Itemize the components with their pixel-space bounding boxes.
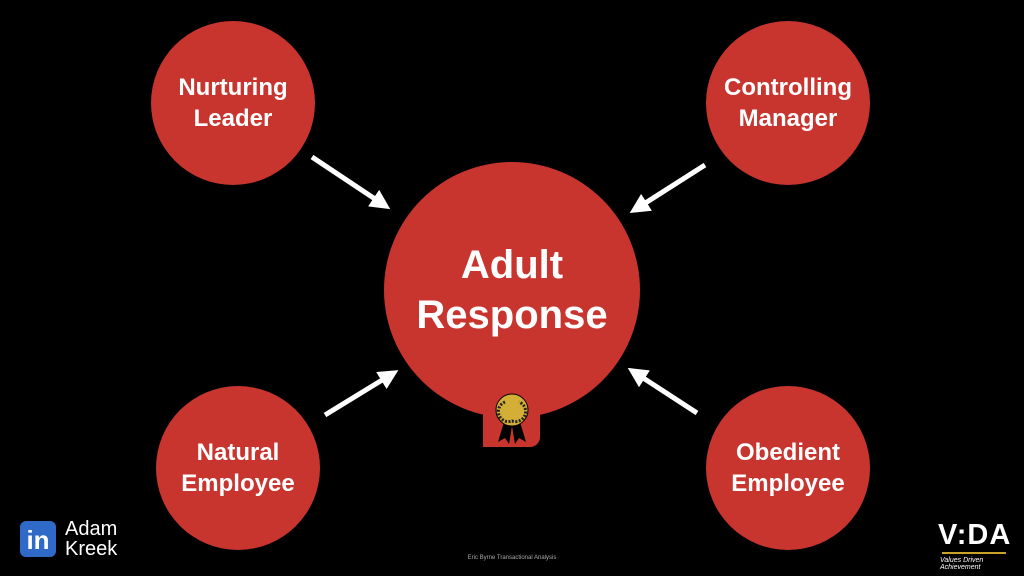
node-label: Controlling (724, 74, 852, 101)
arrow-top-left (310, 154, 391, 210)
node-label: Employee (181, 470, 295, 497)
node-label: Nurturing (178, 74, 288, 101)
author-first-name: Adam (65, 518, 118, 540)
author-name: Adam Kreek (65, 519, 117, 559)
node-adult-response: Adult Response (384, 162, 640, 418)
node-natural-employee: Natural Employee (156, 386, 320, 550)
caption: Eric Byrne Transactional Analysis (467, 555, 557, 561)
vida-logo: V:DA (938, 519, 1012, 551)
node-obedient-employee: Obedient Employee (706, 386, 870, 550)
arrow-bottom-right (627, 367, 699, 416)
node-controlling-manager: Controlling Manager (706, 21, 870, 185)
linkedin-icon[interactable]: in (20, 521, 56, 557)
vida-tagline: Values Driven Achievement (940, 557, 984, 571)
node-label: Manager (738, 105, 838, 132)
node-label: Adult (460, 243, 564, 287)
node-label: Employee (731, 470, 845, 497)
node-label: Obedient (735, 439, 840, 466)
node-nurturing-leader: Nurturing Leader (151, 21, 315, 185)
node-label: Response (416, 293, 608, 337)
node-label: Leader (193, 105, 273, 132)
arrow-top-right (629, 162, 707, 214)
arrow-bottom-left (323, 370, 399, 418)
node-label: Natural (196, 439, 280, 466)
vida-underline (942, 552, 1006, 554)
author-last-name: Kreek (65, 538, 118, 560)
award-medal-icon (495, 393, 529, 444)
